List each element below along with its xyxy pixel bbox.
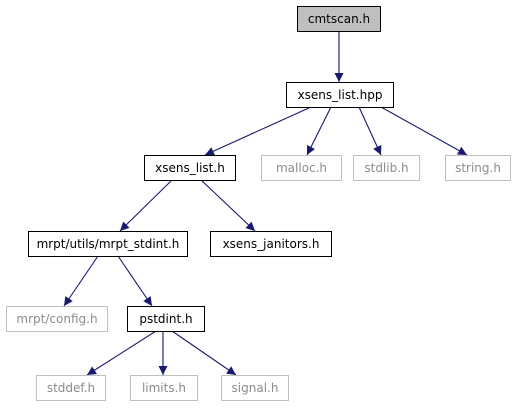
node-box — [210, 231, 332, 257]
edge-xsens_list_h-to-xsens_janitors — [200, 179, 256, 232]
node-box — [353, 155, 420, 181]
node-label: stddef.h — [47, 381, 95, 395]
node-label: stdlib.h — [364, 161, 408, 175]
node-box — [6, 306, 108, 332]
node-box — [130, 375, 198, 401]
node-box — [261, 155, 342, 181]
node-label: malloc.h — [276, 161, 327, 175]
edge-xsens_list_hpp-to-string — [380, 106, 468, 156]
node-malloc: malloc.h — [261, 155, 342, 181]
node-limits: limits.h — [130, 375, 198, 401]
edge-pstdint-to-stddef — [86, 330, 157, 376]
node-pstdint[interactable]: pstdint.h — [127, 306, 205, 332]
node-label: mrpt/utils/mrpt_stdint.h — [37, 237, 180, 251]
node-box — [221, 375, 289, 401]
node-cmtscan: cmtscan.h — [297, 6, 381, 32]
node-box — [286, 82, 394, 108]
node-stddef: stddef.h — [36, 375, 106, 401]
node-box — [36, 375, 106, 401]
node-box — [144, 155, 236, 181]
edge-mrpt_stdint-to-pstdint — [117, 255, 153, 307]
edge-xsens_list_h-to-mrpt_stdint — [119, 179, 173, 232]
node-string: string.h — [445, 155, 511, 181]
node-mrpt_config: mrpt/config.h — [6, 306, 108, 332]
edges-layer — [63, 31, 468, 376]
edge-xsens_list_hpp-to-xsens_list_h — [204, 106, 312, 156]
node-label: xsens_janitors.h — [223, 237, 320, 251]
node-label: mrpt/config.h — [16, 312, 97, 326]
node-xsens_list_h[interactable]: xsens_list.h — [144, 155, 236, 181]
node-box — [28, 231, 188, 257]
nodes-layer: cmtscan.h xsens_list.hpp xsens_list.h mallo… — [6, 6, 511, 401]
node-xsens_list_hpp[interactable]: xsens_list.hpp — [286, 82, 394, 108]
edge-xsens_list_hpp-to-malloc — [306, 106, 332, 156]
node-mrpt_stdint[interactable]: mrpt/utils/mrpt_stdint.h — [28, 231, 188, 257]
edge-mrpt_stdint-to-mrpt_config — [63, 255, 99, 307]
edge-xsens_list_hpp-to-stdlib — [358, 106, 382, 156]
node-label: xsens_list.hpp — [298, 88, 383, 102]
node-label: pstdint.h — [139, 312, 192, 326]
node-label: xsens_list.h — [155, 161, 225, 175]
node-label: cmtscan.h — [308, 12, 370, 26]
node-box — [127, 306, 205, 332]
node-stdlib: stdlib.h — [353, 155, 420, 181]
node-box — [297, 6, 381, 32]
edge-pstdint-to-signal — [171, 330, 237, 376]
node-signal: signal.h — [221, 375, 289, 401]
node-label: limits.h — [142, 381, 186, 395]
node-box — [445, 155, 511, 181]
node-xsens_janitors[interactable]: xsens_janitors.h — [210, 231, 332, 257]
node-label: signal.h — [232, 381, 279, 395]
node-label: string.h — [455, 161, 501, 175]
